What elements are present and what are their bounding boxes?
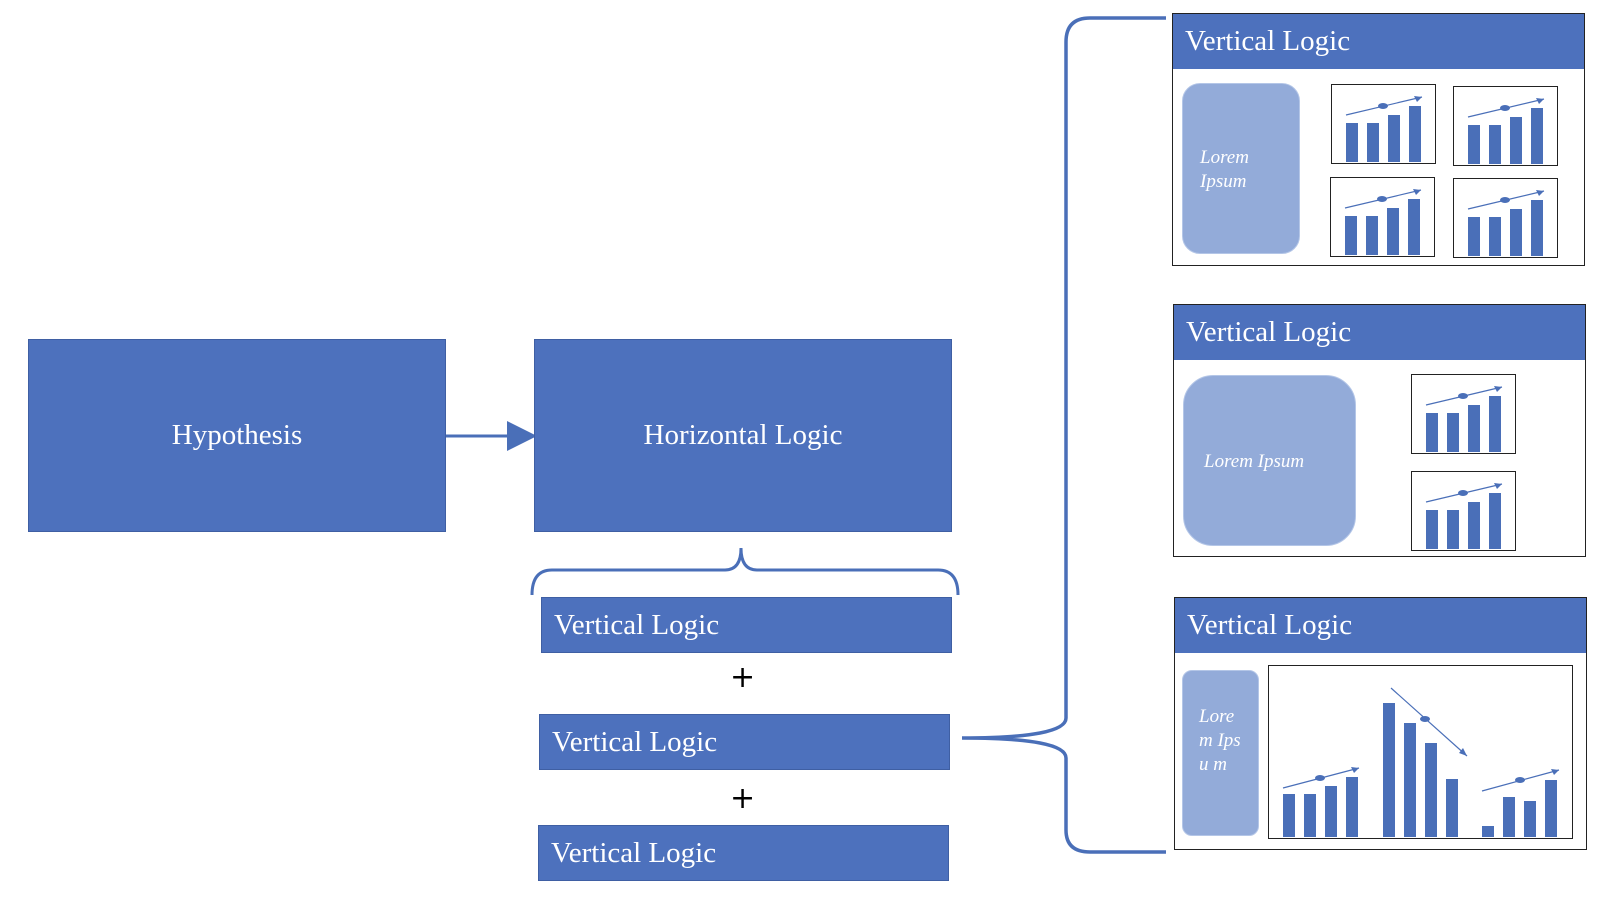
mini-chart [1453,86,1558,166]
horizontal-logic-label: Horizontal Logic [643,419,843,451]
mini-chart [1330,177,1435,257]
plus-sign: + [730,781,756,816]
vertical-logic-label: Vertical Logic [554,608,720,641]
panel-1: Vertical Logic Lorem Ipsum [1172,13,1585,266]
vertical-brace [961,16,1166,854]
hypothesis-box: Hypothesis [28,339,446,532]
mini-chart [1331,84,1436,164]
panel-title: Vertical Logic [1174,305,1585,360]
vertical-logic-label: Vertical Logic [551,836,717,869]
lorem-ipsum-box: Lorem Ipsum [1183,375,1356,546]
plus-sign: + [730,660,756,695]
horizontal-logic-box: Horizontal Logic [534,339,952,532]
panel-3: Vertical Logic Lore m Ipsu m [1174,597,1587,850]
vertical-logic-bar-1: Vertical Logic [541,597,952,653]
mini-chart-large [1268,665,1573,839]
vertical-logic-bar-3: Vertical Logic [538,825,949,881]
vertical-logic-bar-2: Vertical Logic [539,714,950,770]
hypothesis-label: Hypothesis [171,419,303,451]
mini-chart [1453,178,1558,258]
mini-chart [1411,374,1516,454]
horizontal-brace [530,547,960,596]
lorem-ipsum-box: Lore m Ipsu m [1182,670,1259,836]
panel-2: Vertical Logic Lorem Ipsum [1173,304,1586,557]
mini-chart [1411,471,1516,551]
vertical-logic-label: Vertical Logic [552,725,718,758]
panel-title: Vertical Logic [1173,14,1584,69]
panel-title: Vertical Logic [1175,598,1586,653]
lorem-ipsum-box: Lorem Ipsum [1182,83,1300,254]
